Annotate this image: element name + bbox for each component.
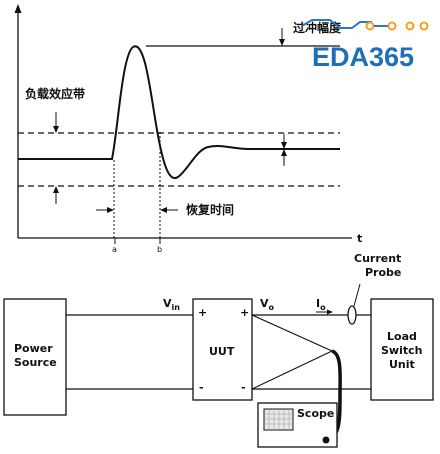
- scope-screen: [263, 408, 294, 431]
- probe-label-line2: Probe: [365, 266, 401, 279]
- band-arrow-lower-head: [53, 186, 59, 193]
- vin-label: Vin: [163, 297, 180, 312]
- vo-label: Vo: [260, 297, 275, 312]
- overshoot-arrow-top-head: [279, 39, 285, 46]
- io-label: Io: [316, 297, 326, 312]
- logo-node-1: [365, 21, 375, 31]
- power-source-box: [3, 298, 67, 416]
- scope-sense-positive: [251, 314, 333, 352]
- tick-label-1: a: [112, 245, 117, 254]
- uut-out-minus: -: [241, 381, 246, 394]
- time-axis-label: t: [357, 232, 362, 245]
- load-switch-unit-box: [370, 298, 434, 401]
- load-label-line2: Switch: [381, 344, 422, 357]
- transient-plot: t a b 过冲幅度 负载效应带 恢复时间: [14, 4, 362, 254]
- probe-leader: [353, 283, 361, 307]
- current-probe: [347, 305, 357, 325]
- uut-box: [192, 298, 253, 401]
- logo-node-3: [405, 21, 415, 31]
- power-source-label-line2: Source: [14, 356, 57, 369]
- logo-brand-text: EDA365: [312, 42, 414, 72]
- load-label-line1: Load: [387, 330, 417, 343]
- overshoot-label: 过冲幅度: [293, 20, 342, 35]
- logo-trace: [301, 19, 372, 29]
- scope-screen-grid: [264, 409, 293, 430]
- uut-out-plus: +: [240, 306, 249, 319]
- test-circuit: Power Source UUT + + - - Load Switch Uni…: [3, 252, 434, 448]
- band-arrow-upper-head: [53, 126, 59, 133]
- uut-in-minus: -: [199, 381, 204, 394]
- eda365-watermark: EDA365: [301, 19, 429, 72]
- power-source-label-line1: Power: [14, 342, 53, 355]
- uut-label: UUT: [209, 345, 235, 358]
- load-label-line3: Unit: [389, 358, 415, 371]
- settle-arrow-down-head: [281, 142, 287, 149]
- current-arrow-head: [327, 309, 333, 315]
- band-label: 负载效应带: [25, 86, 85, 101]
- logo-node-2: [387, 21, 397, 31]
- recovery-time-label: 恢复时间: [186, 202, 234, 217]
- scope-sense-negative: [251, 350, 333, 390]
- recovery-arrow-right-head: [160, 207, 167, 213]
- uut-in-plus: +: [198, 306, 207, 319]
- scope-input-connector: [322, 436, 330, 444]
- output-voltage-waveform: [18, 45, 340, 180]
- tick-label-2: b: [157, 245, 162, 254]
- logo-node-4: [419, 21, 429, 31]
- probe-label-line1: Current: [354, 252, 401, 265]
- recovery-arrow-left-head: [107, 207, 114, 213]
- settle-arrow-up-head: [281, 149, 287, 156]
- scope-label: Scope: [297, 407, 334, 420]
- y-axis-arrowhead: [14, 4, 22, 13]
